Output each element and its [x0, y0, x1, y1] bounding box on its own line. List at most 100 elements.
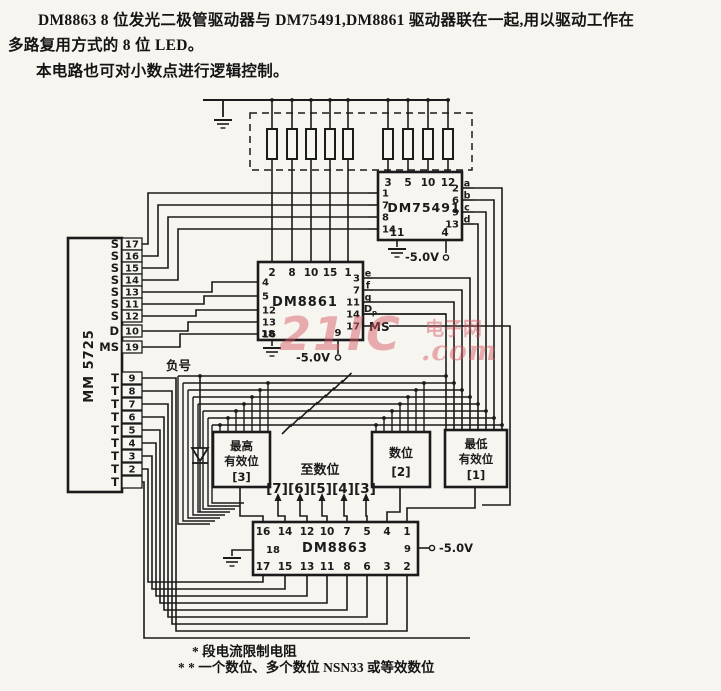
ms-wire	[389, 325, 511, 506]
pin-number: 10	[320, 526, 335, 538]
pin-number: 3	[383, 561, 390, 573]
pin-number: 11	[125, 300, 139, 311]
ground-lead	[231, 549, 253, 556]
junction-dot	[500, 423, 504, 427]
terminal-circle	[428, 544, 436, 552]
junction-dot	[406, 395, 410, 399]
pin-number: 16	[262, 330, 276, 341]
bus-hatch-mark	[340, 372, 353, 384]
seg-bus-wire	[142, 295, 258, 305]
seg-bus-wire	[142, 204, 368, 257]
pin-number: 8	[288, 267, 295, 279]
pin-number: 12	[125, 312, 139, 323]
pin-label: T	[111, 462, 119, 476]
supply-label: -5.0V	[296, 351, 330, 365]
junction-dot	[198, 374, 202, 378]
bus-hatch-mark	[332, 379, 344, 391]
pin-number: 14	[382, 225, 396, 236]
digit-strobe-wire	[142, 481, 470, 639]
segment-wire	[474, 199, 495, 430]
pin-number: 5	[262, 292, 269, 303]
resistor	[324, 128, 336, 160]
pin-label: S	[111, 273, 119, 287]
pin-notch	[121, 384, 143, 398]
pin-number: 3	[353, 274, 360, 285]
bus-hatch-mark	[315, 394, 327, 406]
pin-number: 2	[268, 267, 275, 279]
display-label: 数位	[389, 445, 413, 460]
chip-dm8861	[256, 260, 365, 342]
junction-dot	[242, 402, 246, 406]
chip-name-dm8861: DM8861	[272, 295, 338, 310]
header-line-2: 多路复用方式的 8 位 LED。	[8, 37, 204, 54]
junction-dot	[258, 388, 262, 392]
pin-number: 6	[363, 561, 370, 573]
segment-letter-sub: p	[372, 309, 377, 317]
pin-number: 8	[382, 213, 389, 224]
pin-number: 12	[441, 177, 456, 189]
pin-number: 17	[346, 322, 360, 333]
pin-label: T	[111, 423, 119, 437]
segment-letter: a	[464, 179, 470, 190]
pin-notch	[121, 436, 143, 450]
pin-number: 6	[452, 196, 459, 207]
pin-number: 10	[421, 177, 436, 189]
segment-letter: c	[464, 203, 470, 214]
pin-label: S	[111, 237, 119, 251]
arrow-head-icon	[318, 493, 326, 501]
pin-label: S	[111, 285, 119, 299]
bus-hatch-mark	[323, 386, 336, 399]
pin-number: 15	[323, 267, 338, 279]
ms-label: MS	[369, 320, 390, 334]
display-label: [3]	[232, 470, 251, 484]
minus-sign-label: 负号	[166, 358, 191, 373]
seg-bus-wire	[142, 281, 258, 293]
pin-number: 9	[335, 328, 342, 339]
pin-number: 15	[278, 561, 293, 573]
junction-dot	[492, 416, 496, 420]
pin-number: 1	[382, 189, 389, 200]
resistor	[402, 128, 414, 160]
pin-notch	[121, 340, 143, 354]
segment-wire	[373, 301, 455, 430]
pin-number: 7	[353, 286, 360, 297]
resistor-group-dashed-box	[249, 112, 473, 171]
pin-number: 2	[129, 465, 136, 476]
pin-number: 3	[129, 452, 136, 463]
chip-dm75491	[376, 170, 464, 242]
pin-notch	[121, 309, 143, 323]
segment-letter: b	[464, 191, 471, 202]
junction-dot	[218, 423, 222, 427]
pin-number: 18	[261, 329, 275, 340]
pin-number: 4	[262, 278, 269, 289]
pin-label: T	[111, 371, 119, 385]
pin-number: 5	[404, 177, 411, 189]
pin-number: 14	[346, 310, 360, 321]
pin-notch	[121, 371, 143, 385]
supply-label: -5.0V	[439, 541, 473, 555]
pin-number: 14	[278, 526, 293, 538]
segment-bus-drop	[177, 376, 210, 525]
pin-notch	[121, 462, 143, 476]
supply-label: -5.0V	[405, 250, 439, 264]
digit-ref: [5]	[310, 481, 332, 497]
resistor	[382, 128, 394, 160]
digit-strobe-wire	[142, 468, 264, 583]
segment-letter: g	[365, 293, 372, 304]
pin-number: 18	[266, 545, 280, 556]
pin-label: D	[109, 324, 119, 338]
pin-label: S	[111, 297, 119, 311]
digit-select-wire	[299, 501, 308, 522]
segment-bus-drop	[202, 411, 235, 510]
display-msd	[211, 430, 272, 489]
pin-number: 4	[129, 439, 136, 450]
segment-wire	[474, 187, 503, 430]
diode-icon	[190, 447, 210, 463]
pin-label: S	[111, 261, 119, 275]
pin-number: 13	[262, 318, 276, 329]
segment-bus-drop	[187, 390, 220, 519]
pin-number: 7	[343, 526, 350, 538]
bus-hatch-mark	[306, 401, 319, 413]
seg-bus-wire	[142, 333, 258, 348]
pin-label: T	[111, 384, 119, 398]
